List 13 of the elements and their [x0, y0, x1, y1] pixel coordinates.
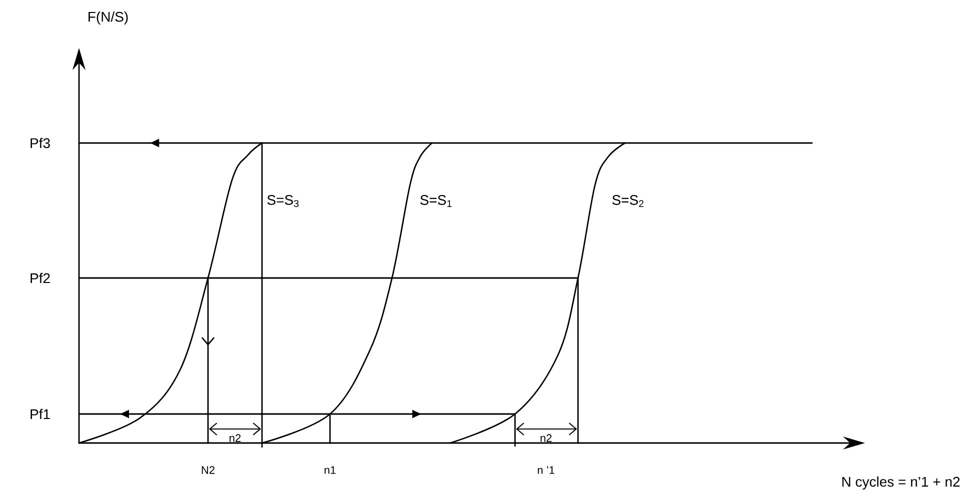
tick-label: n ’1	[538, 466, 554, 474]
axis-label: N cycles = n’1 + n2	[842, 476, 960, 490]
curve-label: S=S$_{2}$	[612, 195, 644, 207]
dimension-label: n2	[230, 434, 241, 442]
level-label: Pf3	[30, 138, 50, 148]
dimension-label: n2	[540, 434, 552, 442]
tick-label: N2	[202, 466, 214, 474]
curve-label: S=S$_{3}$	[267, 194, 299, 207]
curve-label: S=S$_{1}$	[420, 195, 452, 207]
level-label: Pf1	[30, 408, 50, 420]
axis-label: F(N/S)	[88, 11, 128, 25]
level-label: Pf2	[30, 272, 50, 284]
tick-label: n1	[324, 466, 336, 474]
